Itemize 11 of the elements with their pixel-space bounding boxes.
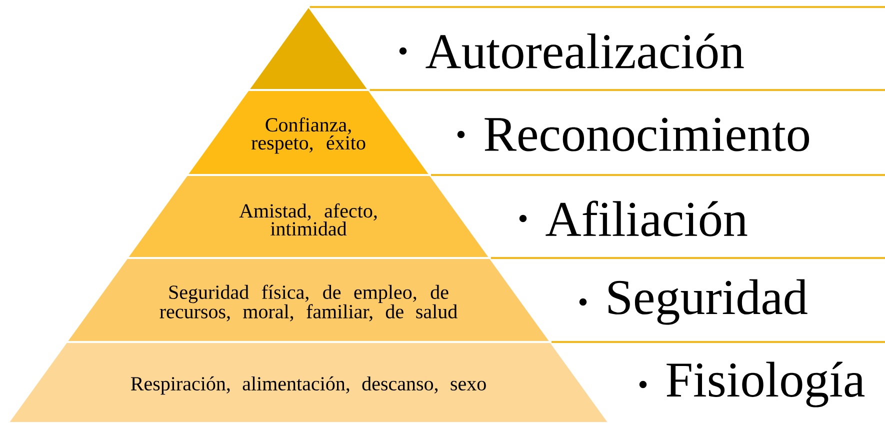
pyramid-layer: Amistad, afecto, intimidad — [128, 176, 488, 257]
pyramid-layer: Seguridad física, de empleo, de recursos, moral, familiar, de salud — [68, 259, 549, 341]
node-label: Autorealización — [426, 33, 744, 69]
pyramid-layer: Confianza, respeto, éxito — [188, 91, 428, 174]
label-band: Autorealización — [310, 6, 885, 69]
node-label: Seguridad — [608, 279, 808, 325]
node-label: Fisiología — [666, 362, 865, 408]
pyramid-layer — [250, 8, 367, 89]
node-label: Afiliación — [546, 200, 748, 236]
pyramid-layer: Respiración, alimentación, descanso, sexo — [10, 343, 608, 422]
node-label: Reconocimiento — [484, 118, 810, 152]
